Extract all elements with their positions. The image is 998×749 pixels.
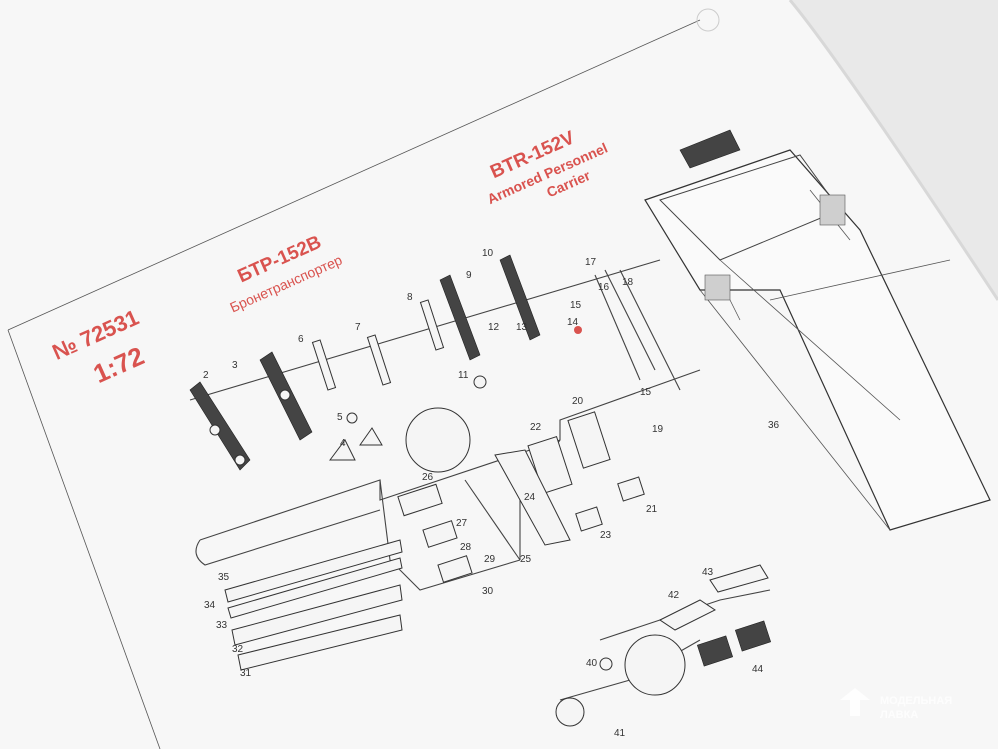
page-number-circle xyxy=(696,8,720,32)
label-17: 17 xyxy=(585,257,597,268)
watermark-logo: МОДЕЛЬНАЯ ЛАВКА xyxy=(840,688,952,721)
label-24: 24 xyxy=(524,492,536,503)
label-42: 42 xyxy=(668,590,680,601)
label-3: 3 xyxy=(232,360,238,371)
vehicle-hull-drawing xyxy=(644,129,991,531)
watermark-house-icon xyxy=(840,688,870,716)
round-small-parts xyxy=(329,326,613,727)
sheet-edge-shadow xyxy=(788,0,998,301)
frame-top-line xyxy=(7,19,701,331)
label-13: 13 xyxy=(516,322,528,333)
label-27: 27 xyxy=(456,518,468,529)
label-15-b: 15 xyxy=(640,387,652,398)
lower-right-parts xyxy=(659,564,772,667)
label-40: 40 xyxy=(586,658,598,669)
label-19: 19 xyxy=(652,424,664,435)
label-26: 26 xyxy=(422,472,434,483)
label-8: 8 xyxy=(407,292,413,303)
label-11: 11 xyxy=(458,370,469,381)
sprue-hub-circle xyxy=(405,407,471,473)
label-34: 34 xyxy=(204,600,216,611)
label-44: 44 xyxy=(752,664,764,675)
label-18: 18 xyxy=(622,277,634,288)
label-16: 16 xyxy=(598,282,610,293)
label-35: 35 xyxy=(218,572,230,583)
label-30: 30 xyxy=(482,586,494,597)
watermark-line2: ЛАВКА xyxy=(880,709,918,721)
label-15: 15 xyxy=(570,300,582,311)
label-33: 33 xyxy=(216,620,228,631)
label-43: 43 xyxy=(702,567,714,578)
watermark-line1: МОДЕЛЬНАЯ xyxy=(880,695,952,707)
label-14: 14 xyxy=(567,317,579,328)
label-22: 22 xyxy=(530,422,542,433)
label-2: 2 xyxy=(203,370,209,381)
label-20: 20 xyxy=(572,396,584,407)
label-41: 41 xyxy=(614,728,626,739)
label-21: 21 xyxy=(646,504,658,515)
label-25: 25 xyxy=(520,554,532,565)
center-boxes xyxy=(397,411,645,583)
label-10: 10 xyxy=(482,248,494,259)
label-36: 36 xyxy=(768,420,780,431)
label-31: 31 xyxy=(240,668,252,679)
side-rails xyxy=(224,539,403,671)
label-23: 23 xyxy=(600,530,612,541)
label-4: 4 xyxy=(340,438,346,449)
label-28: 28 xyxy=(460,542,472,553)
label-12: 12 xyxy=(488,322,500,333)
label-29: 29 xyxy=(484,554,496,565)
sprue-tree xyxy=(189,259,771,701)
part-labels: 2 3 4 5 6 7 8 9 10 11 12 13 14 15 15 16 … xyxy=(203,248,780,739)
label-32: 32 xyxy=(232,644,244,655)
leaf-spring-parts xyxy=(189,351,313,471)
sprue-hub-circle-lower xyxy=(624,634,686,696)
small-vertical-parts xyxy=(311,254,681,561)
label-6: 6 xyxy=(298,334,304,345)
label-7: 7 xyxy=(355,322,361,333)
frame-left-line xyxy=(7,329,161,749)
label-5: 5 xyxy=(337,412,343,423)
label-9: 9 xyxy=(466,270,472,281)
